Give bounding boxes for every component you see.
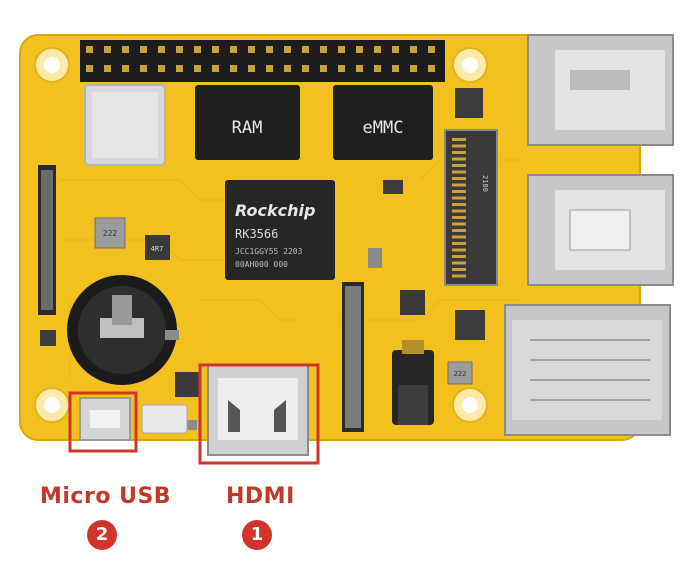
gpio-pin (356, 65, 363, 72)
gpio-pin (410, 65, 417, 72)
ethernet-vents (530, 339, 650, 401)
gpio-pin (122, 46, 129, 53)
inductor (175, 372, 200, 397)
ram-chip (195, 85, 300, 160)
soc-chip (225, 180, 335, 280)
gpio-pin (356, 46, 363, 53)
m2-pin (452, 190, 466, 193)
gpio-pin (158, 65, 165, 72)
gpio-pin (248, 46, 255, 53)
gpio-pin (320, 65, 327, 72)
m2-pin (452, 164, 466, 167)
gpio-pin (374, 46, 381, 53)
gpio-pin (428, 46, 435, 53)
m2-pin (452, 229, 466, 232)
m2-pin (452, 216, 466, 219)
emmc-label: eMMC (363, 118, 404, 138)
ram-label: RAM (232, 118, 263, 138)
mounting-holes (34, 47, 488, 423)
gpio-pin (230, 65, 237, 72)
m2-pin (452, 157, 466, 161)
hdmi-highlight (198, 363, 320, 465)
m2-pin (452, 170, 466, 174)
gpio-pin (230, 46, 237, 53)
white-connector (141, 404, 188, 434)
gpio-pin (104, 65, 111, 72)
gpio-pin (266, 46, 273, 53)
m2-pin (452, 203, 466, 206)
emmc-chip (333, 85, 433, 160)
hdmi-badge: 1 (242, 520, 272, 550)
gpio-pin (158, 46, 165, 53)
gpio-pin (212, 65, 219, 72)
soc-brand-label: Rockchip (235, 201, 315, 220)
m2-pin (452, 242, 466, 245)
gpio-pin (284, 46, 291, 53)
gpio-pin (284, 65, 291, 72)
inductor (400, 290, 425, 315)
m2-pin (452, 274, 466, 278)
gpio-pin (86, 65, 93, 72)
micro-usb-badge: 2 (87, 520, 117, 550)
small-components (40, 88, 485, 430)
soc-model-label: RK3566 (235, 227, 278, 241)
m2-pin (452, 222, 466, 226)
m2-slot-mark: 2180 (481, 175, 489, 192)
gpio-header-base (80, 40, 445, 82)
gpio-pin (140, 46, 147, 53)
m2-slot-pins (452, 138, 466, 278)
inductor (145, 235, 170, 260)
m2-slot (444, 129, 498, 286)
inductor-mark-3: 222 (454, 370, 467, 378)
gpio-pin (302, 65, 309, 72)
gpio-pin (104, 46, 111, 53)
gpio-pin (338, 65, 345, 72)
micro-usb-highlight (68, 391, 138, 453)
gpio-pin (302, 46, 309, 53)
m2-pin (452, 248, 466, 252)
gpio-pin (320, 46, 327, 53)
gpio-pin (194, 65, 201, 72)
gpio-pin (212, 46, 219, 53)
hdmi-label: HDMI (226, 484, 295, 509)
m2-pin (452, 151, 466, 154)
gpio-pin (266, 65, 273, 72)
m2-pin (452, 235, 466, 239)
gpio-pin (248, 65, 255, 72)
m2-pin (452, 196, 466, 200)
inductor-mark-2: 4R7 (151, 245, 164, 253)
gpio-pin (86, 46, 93, 53)
soc-line2-label: JCC1GGY55 2203 (235, 247, 303, 256)
gpio-pin (194, 46, 201, 53)
inductor (447, 361, 473, 385)
m2-pin (452, 261, 466, 265)
m2-pin (452, 183, 466, 187)
m2-pin (452, 138, 466, 141)
micro-usb-label: Micro USB (40, 484, 172, 509)
gpio-pin (374, 65, 381, 72)
m2-pin (452, 144, 466, 148)
gpio-pin (338, 46, 345, 53)
gpio-pin (176, 46, 183, 53)
gpio-pin (122, 65, 129, 72)
gpio-pin (428, 65, 435, 72)
gpio-header (80, 40, 445, 82)
inductor (94, 217, 126, 249)
gpio-pin (392, 46, 399, 53)
m2-pin (452, 255, 466, 258)
soc-line3-label: 00AH000 000 (235, 260, 288, 269)
m2-pin (452, 177, 466, 180)
gpio-pin (392, 65, 399, 72)
gpio-pin (140, 65, 147, 72)
gpio-pin (410, 46, 417, 53)
gpio-pin (176, 65, 183, 72)
m2-pin (452, 209, 466, 213)
m2-pin (452, 268, 466, 271)
inductor-mark: 222 (103, 229, 118, 238)
